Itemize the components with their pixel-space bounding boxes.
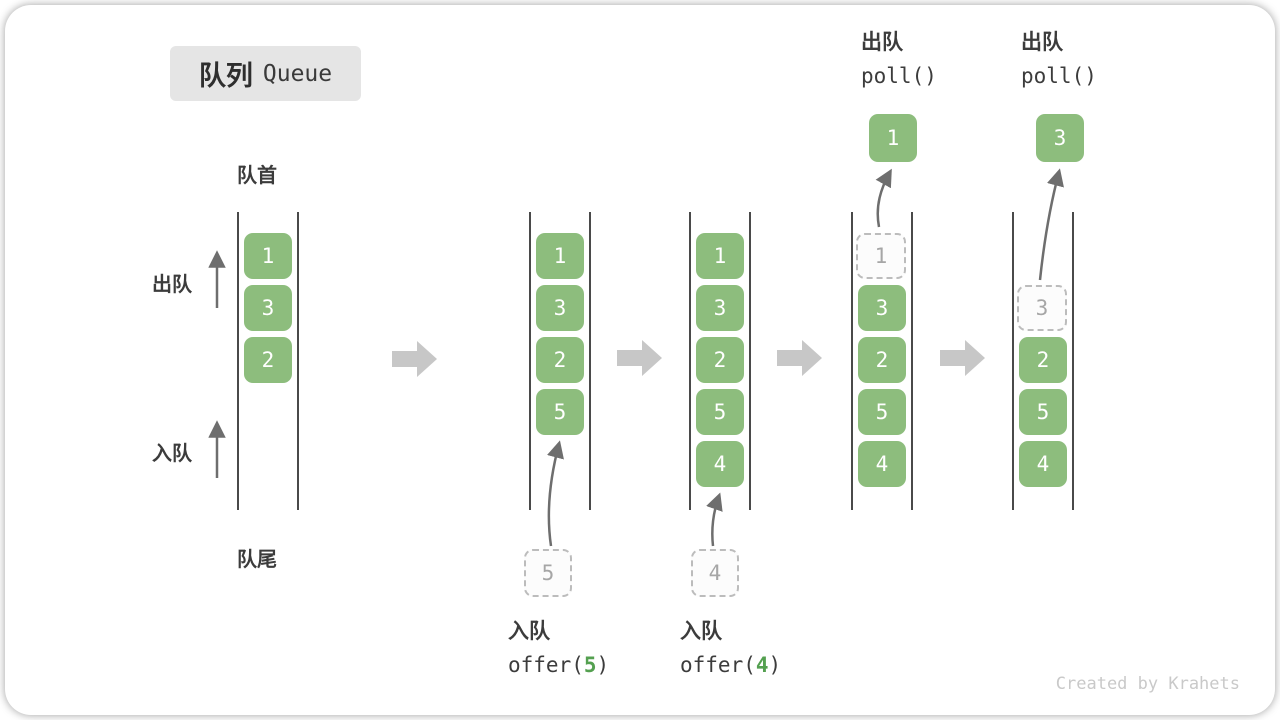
queue-state-4: 1 3 2 5 4 bbox=[851, 212, 913, 510]
enqueue-op-code: offer(4) bbox=[680, 649, 781, 681]
cell-value: 3 bbox=[553, 296, 567, 320]
queue-cell-green: 3 bbox=[858, 285, 906, 331]
label-dequeue-side: 出队 bbox=[152, 274, 192, 296]
enqueue-op-code: offer(5) bbox=[508, 649, 609, 681]
queue-cell-green: 1 bbox=[696, 233, 744, 279]
cell-value: 4 bbox=[1036, 452, 1050, 476]
label-queue-rear: 队尾 bbox=[237, 549, 277, 571]
title-zh: 队列 bbox=[198, 61, 253, 91]
cell-value: 3 bbox=[713, 296, 727, 320]
queue-cell-green: 1 bbox=[244, 233, 292, 279]
code-fn: offer( bbox=[508, 653, 584, 677]
dequeue-op-poll3: 出队 poll() bbox=[1021, 26, 1097, 92]
cell-value: 2 bbox=[553, 348, 567, 372]
flow-arrow-icon bbox=[392, 340, 438, 383]
queue-cell-green: 3 bbox=[696, 285, 744, 331]
code-arg: 4 bbox=[755, 653, 769, 677]
dequeue-op-code: poll() bbox=[861, 64, 937, 88]
cell-value: 1 bbox=[553, 244, 567, 268]
cell-value: 5 bbox=[713, 400, 727, 424]
queue-wall-left bbox=[529, 212, 531, 510]
enqueue-op-enq4: 入队 offer(4) bbox=[680, 615, 781, 681]
queue-cell-green: 4 bbox=[696, 441, 744, 487]
cell-value: 3 bbox=[1035, 296, 1049, 320]
queue-cell-green: 2 bbox=[536, 337, 584, 383]
queue-wall-right bbox=[911, 212, 913, 510]
queue-cell-green: 2 bbox=[244, 337, 292, 383]
queue-cell-green: 3 bbox=[244, 285, 292, 331]
dequeue-op-code: poll() bbox=[1021, 64, 1097, 88]
cell-value: 1 bbox=[261, 244, 275, 268]
cell-value: 1 bbox=[874, 244, 888, 268]
queue-cell-green: 1 bbox=[536, 233, 584, 279]
pending-value: 4 bbox=[708, 561, 722, 585]
cell-value: 2 bbox=[875, 348, 889, 372]
cell-value: 2 bbox=[713, 348, 727, 372]
queue-state-2: 1 3 2 5 bbox=[529, 212, 591, 510]
dequeue-op-poll1: 出队 poll() bbox=[861, 26, 937, 92]
popped-value: 3 bbox=[1053, 126, 1067, 150]
queue-cell-green: 5 bbox=[1019, 389, 1067, 435]
cell-value: 3 bbox=[261, 296, 275, 320]
queue-wall-left bbox=[237, 212, 239, 510]
queue-cell-green: 5 bbox=[696, 389, 744, 435]
popped-value: 1 bbox=[886, 126, 900, 150]
dequeue-op-label: 出队 bbox=[1021, 31, 1063, 54]
code-fn-close: ) bbox=[768, 653, 782, 677]
queue-cell-green: 3 bbox=[536, 285, 584, 331]
queue-cell-green: 2 bbox=[696, 337, 744, 383]
queue-cell-dashed: 3 bbox=[1017, 285, 1067, 331]
title-badge: 队列 Queue bbox=[170, 46, 361, 101]
cell-value: 1 bbox=[713, 244, 727, 268]
queue-wall-right bbox=[749, 212, 751, 510]
code-arg: 5 bbox=[583, 653, 597, 677]
queue-cell-green: 5 bbox=[536, 389, 584, 435]
queue-cell-green: 5 bbox=[858, 389, 906, 435]
enqueue-op-label: 入队 bbox=[680, 620, 722, 643]
cell-value: 3 bbox=[875, 296, 889, 320]
cell-value: 4 bbox=[875, 452, 889, 476]
watermark: Created by Krahets bbox=[1055, 674, 1240, 694]
cell-value: 4 bbox=[713, 452, 727, 476]
flow-arrow-icon bbox=[940, 339, 986, 382]
label-enqueue-side: 入队 bbox=[152, 443, 192, 465]
queue-cell-dashed: 1 bbox=[856, 233, 906, 279]
queue-state-3: 1 3 2 5 4 bbox=[689, 212, 751, 510]
dequeue-popped-box: 1 bbox=[869, 114, 917, 162]
code-fn-close: ) bbox=[596, 653, 610, 677]
cell-value: 5 bbox=[875, 400, 889, 424]
enqueue-op-label: 入队 bbox=[508, 620, 550, 643]
flow-arrow-icon bbox=[777, 339, 823, 382]
label-queue-front: 队首 bbox=[237, 165, 277, 187]
queue-wall-left bbox=[689, 212, 691, 510]
queue-state-5: 3 2 5 4 bbox=[1012, 212, 1074, 510]
dequeue-popped-box: 3 bbox=[1036, 114, 1084, 162]
queue-wall-right bbox=[297, 212, 299, 510]
queue-wall-left bbox=[851, 212, 853, 510]
cell-value: 5 bbox=[553, 400, 567, 424]
queue-wall-left bbox=[1012, 212, 1014, 510]
cell-value: 5 bbox=[1036, 400, 1050, 424]
title-en: Queue bbox=[262, 60, 333, 87]
queue-cell-green: 2 bbox=[858, 337, 906, 383]
enqueue-pending-box: 4 bbox=[691, 549, 739, 597]
queue-cell-green: 4 bbox=[858, 441, 906, 487]
cell-value: 2 bbox=[1036, 348, 1050, 372]
queue-cell-green: 4 bbox=[1019, 441, 1067, 487]
cell-value: 2 bbox=[261, 348, 275, 372]
queue-cell-green: 2 bbox=[1019, 337, 1067, 383]
code-fn: offer( bbox=[680, 653, 756, 677]
dequeue-op-label: 出队 bbox=[861, 31, 903, 54]
flow-arrow-icon bbox=[617, 339, 663, 382]
queue-wall-right bbox=[1072, 212, 1074, 510]
enqueue-op-enq5: 入队 offer(5) bbox=[508, 615, 609, 681]
enqueue-pending-box: 5 bbox=[524, 549, 572, 597]
pending-value: 5 bbox=[541, 561, 555, 585]
queue-wall-right bbox=[589, 212, 591, 510]
queue-state-1: 1 3 2 bbox=[237, 212, 299, 510]
